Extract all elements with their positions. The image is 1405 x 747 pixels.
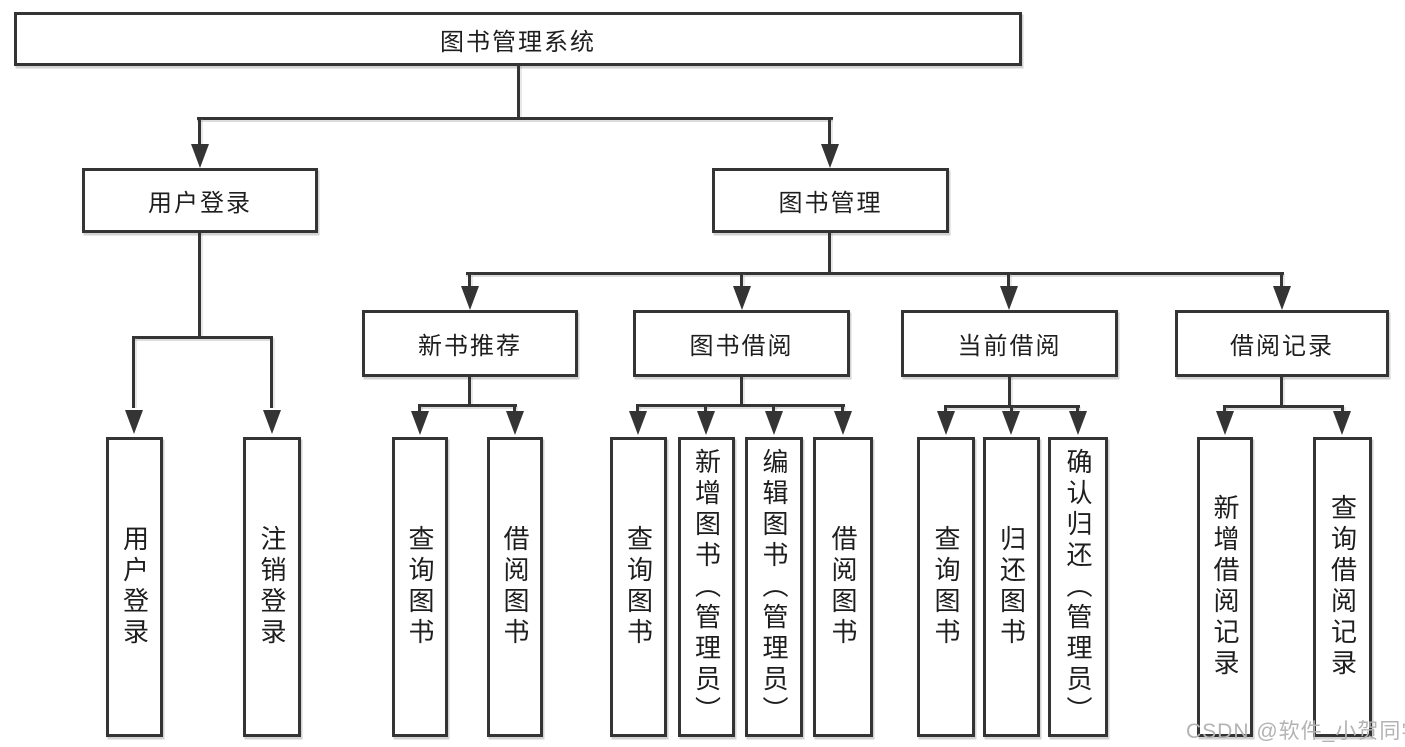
node-new-book-recommend: 新书推荐 — [362, 310, 578, 377]
node-current-borrowing: 当前借阅 — [901, 310, 1118, 377]
node-label: 用户登录 — [148, 190, 252, 217]
connector-leaf-drop — [513, 406, 516, 414]
connector-leaf-drop — [704, 406, 707, 414]
connector-leaf-drop — [132, 338, 135, 408]
arrowhead-icon — [733, 286, 751, 310]
connector-leaf-drop — [841, 406, 844, 414]
connector-leaf-drop — [418, 406, 421, 414]
node-label: 图书借阅 — [689, 333, 794, 360]
node-label: 借阅记录 — [1230, 333, 1334, 360]
connector-root-rail — [197, 117, 833, 120]
arrowhead-icon — [461, 286, 479, 310]
connector-level3-drop — [468, 274, 471, 288]
leaf-label: 查询图书 — [405, 525, 435, 649]
arrowhead-icon — [191, 144, 209, 168]
connector-leaf-drop — [1223, 407, 1226, 413]
connector-book-mgmt-rail — [466, 272, 1284, 275]
connector-leaf-drop — [1076, 407, 1079, 413]
csdn-watermark: CSDN @软件_小贺同学 — [1186, 720, 1405, 743]
connector-level3-drop — [1280, 274, 1283, 288]
leaf-query-books-current: 查询图书 — [917, 437, 975, 737]
leaf-label: 借阅图书 — [500, 525, 530, 649]
leaf-confirm-return-admin: 确认归还（管理员） — [1048, 437, 1108, 737]
arrowhead-icon — [834, 411, 852, 435]
connector-borrowing-rail — [636, 404, 845, 407]
connector-leaf-drop — [944, 407, 947, 413]
arrowhead-icon — [125, 410, 143, 434]
arrowhead-icon — [1002, 411, 1020, 435]
connector-user-login-rail — [132, 336, 273, 339]
connector-recommend-rail — [418, 404, 517, 407]
leaf-user-login: 用户登录 — [106, 437, 163, 737]
node-library-management-system: 图书管理系统 — [14, 12, 1022, 66]
connector-leaf-drop — [772, 406, 775, 414]
leaf-edit-book-admin: 编辑图书（管理员） — [745, 437, 803, 737]
leaf-label: 查询图书 — [623, 525, 654, 649]
arrowhead-icon — [629, 411, 647, 435]
leaf-label: 新增图书（管理员） — [691, 447, 722, 727]
leaf-query-borrow-record: 查询借阅记录 — [1313, 437, 1372, 737]
arrowhead-icon — [1273, 286, 1291, 310]
node-label: 当前借阅 — [957, 333, 1062, 360]
arrowhead-icon — [937, 411, 955, 435]
leaf-borrow-books-recommend: 借阅图书 — [487, 437, 543, 737]
leaf-label: 查询图书 — [931, 525, 961, 649]
arrowhead-icon — [821, 144, 839, 168]
arrowhead-icon — [1333, 411, 1351, 435]
leaf-return-book: 归还图书 — [983, 437, 1040, 737]
connector-level3-drop — [1007, 274, 1010, 288]
connector-book-mgmt-drop — [828, 119, 831, 146]
connector-leaf-drop — [1341, 407, 1344, 413]
connector-level3-drop — [740, 274, 743, 288]
arrowhead-icon — [263, 410, 281, 434]
arrowhead-icon — [411, 411, 429, 435]
arrowhead-icon — [506, 411, 524, 435]
connector-root-stem — [517, 66, 520, 119]
leaf-query-books-recommend: 查询图书 — [392, 437, 448, 737]
leaf-label: 用户登录 — [119, 525, 150, 649]
arrowhead-icon — [697, 411, 715, 435]
node-label: 新书推荐 — [418, 333, 522, 360]
connector-leaf-drop — [270, 338, 273, 408]
leaf-label: 查询借阅记录 — [1327, 494, 1358, 680]
node-borrowing-records: 借阅记录 — [1175, 310, 1389, 377]
node-book-borrowing: 图书借阅 — [633, 310, 850, 377]
leaf-label: 编辑图书（管理员） — [759, 447, 789, 727]
connector-user-login-drop — [198, 119, 201, 146]
connector-book-mgmt-stem — [828, 233, 831, 274]
node-user-login: 用户登录 — [82, 168, 318, 233]
arrowhead-icon — [1216, 411, 1234, 435]
leaf-logout: 注销登录 — [243, 437, 301, 737]
connector-records-rail — [1223, 405, 1344, 408]
leaf-label: 归还图书 — [996, 525, 1027, 649]
connector-current-rail — [944, 405, 1080, 408]
leaf-borrow-books-borrowing: 借阅图书 — [813, 437, 873, 737]
leaf-add-book-admin: 新增图书（管理员） — [678, 437, 735, 737]
connector-recommend-stem — [468, 377, 471, 407]
node-label: 图书管理 — [778, 190, 883, 217]
leaf-label: 注销登录 — [257, 525, 287, 649]
leaf-query-books-borrowing: 查询图书 — [610, 437, 667, 737]
connector-leaf-drop — [1010, 407, 1013, 413]
arrowhead-icon — [1000, 286, 1018, 310]
leaf-label: 新增借阅记录 — [1210, 494, 1240, 680]
connector-records-stem — [1280, 377, 1283, 408]
leaf-add-borrow-record: 新增借阅记录 — [1197, 437, 1253, 737]
connector-borrowing-stem — [740, 377, 743, 407]
node-label: 图书管理系统 — [440, 28, 596, 56]
arrowhead-icon — [765, 411, 783, 435]
leaf-label: 借阅图书 — [828, 525, 858, 649]
node-book-management: 图书管理 — [712, 168, 949, 233]
leaf-label: 确认归还（管理员） — [1063, 447, 1093, 727]
arrowhead-icon — [1069, 411, 1087, 435]
connector-leaf-drop — [636, 406, 639, 414]
connector-current-stem — [1008, 377, 1011, 408]
connector-user-login-stem — [198, 233, 201, 338]
